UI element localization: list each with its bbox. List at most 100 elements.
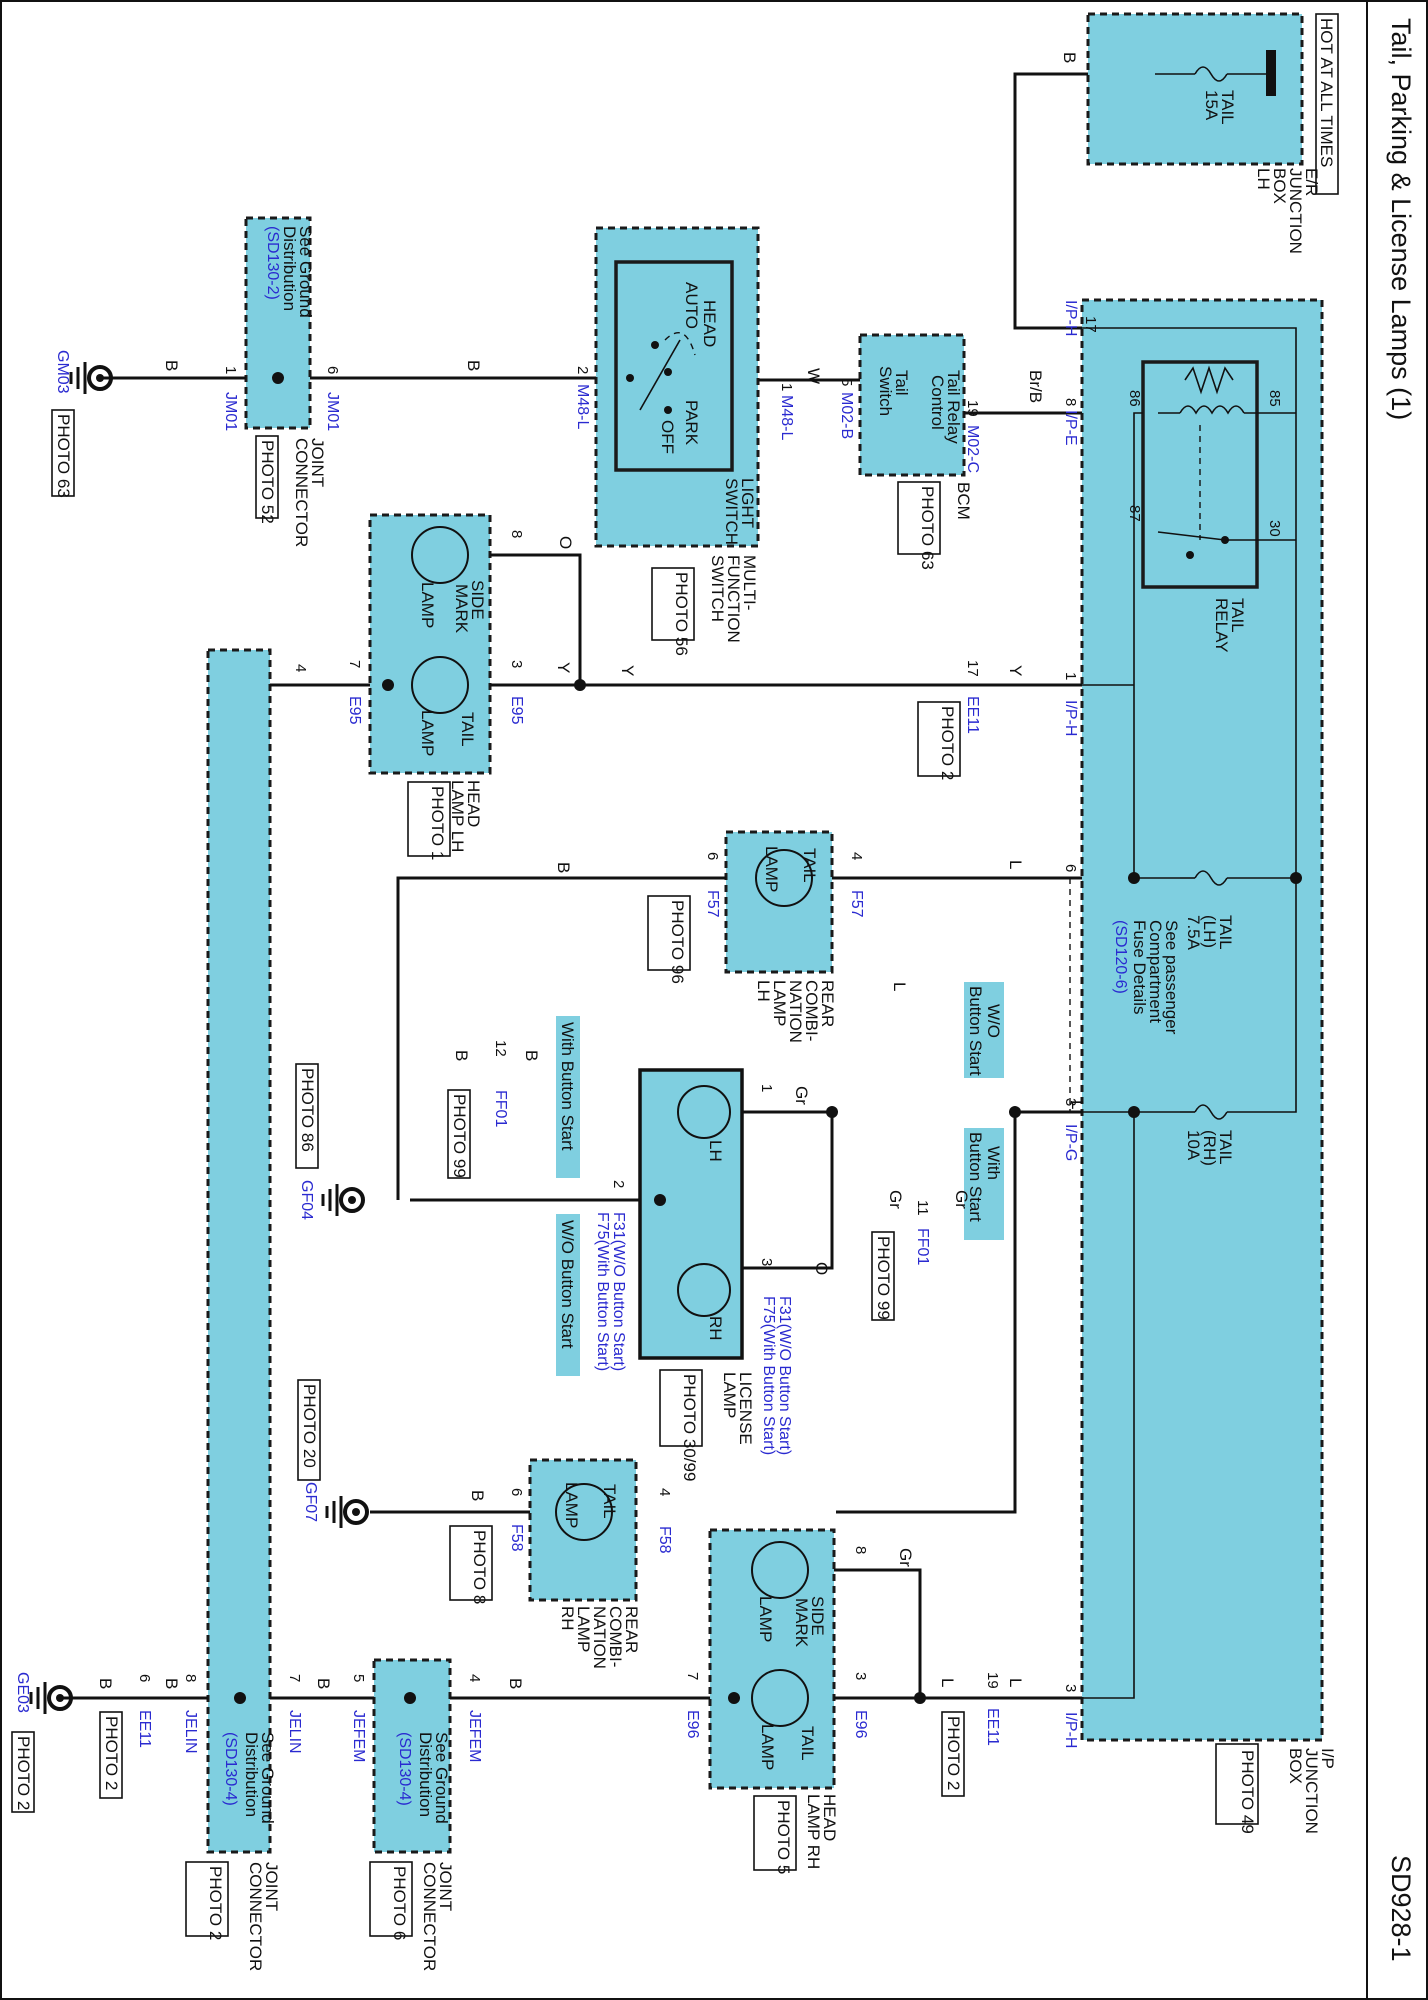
battery-bar-icon [1266,50,1276,96]
pin-2-license: 2 [610,1180,627,1188]
license-lamp-label-2: LAMP [720,1372,739,1418]
rear-combi-lh-bulb-icon [755,849,813,907]
wire-label-brb: Br/B [1026,370,1045,403]
headlamp-lh-sidemark-bulb-icon [411,526,469,584]
pin-3-e96: 3 [852,1672,869,1680]
ip-jb-photo: PHOTO 49 [1238,1750,1257,1834]
junction-dot [1009,1106,1021,1118]
page-title: Tail, Parking & License Lamps (1) [1386,18,1416,420]
ee11-ground-photo-frame [99,1711,123,1799]
hl-rh-tail-1: TAIL [798,1726,817,1761]
bcm-inner-1: Tail Relay [944,370,963,444]
ground-gf04-photo: PHOTO 86 [298,1068,317,1152]
connector-e96-3: E96 [852,1710,869,1739]
junction-dot [914,1692,926,1704]
jm01-note-1: See Ground [296,226,315,318]
wire-label-b-ge03: B [96,1678,115,1689]
jm01-label-1: JOINT [308,438,327,487]
rcl-lh-label-3: NATION [786,980,805,1043]
connector-jelin-7: JELIN [286,1710,303,1754]
pin-6-f58: 6 [508,1488,525,1496]
jefem-note-1: See Ground [432,1732,451,1824]
jelin-note-1: See Ground [258,1732,277,1824]
wire-label-l-1: L [1006,860,1025,869]
rcl-lh-photo-frame [647,895,691,971]
pin-7-jelin: 7 [286,1674,303,1682]
rcl-rh-label-3: NATION [590,1606,609,1669]
connector-iph-3: I/P-H [1062,1712,1079,1748]
note-with-button-start-lower: With Button Start [558,1022,577,1151]
note-with: With [984,1146,1003,1180]
rcl-rh-label-4: LAMP [574,1606,593,1652]
rear-combi-rh-bulb-icon [555,1483,613,1541]
fuse-tail-rh-icon [1194,1104,1228,1120]
bcm-photo-frame [897,481,941,555]
note-with-button-start-bg [556,1016,580,1178]
connector-f75-lower: F75(With Button Start) [594,1212,611,1371]
ip-internal-busbar [1082,327,1297,1113]
pin-8-sidemark-lh: 8 [508,530,525,538]
ip-internal-l-out [1082,1112,1135,1699]
joint-connector-jefem-box [372,1658,452,1854]
pin-6-jm01: 6 [324,366,341,374]
license-lamp-rh-bulb-icon [677,1263,731,1317]
note-wo-button-start-bg [556,1214,580,1376]
jefem-label-2: CONNECTOR [420,1862,439,1971]
fuse-tail-lh-icon [1194,870,1228,886]
pin-4-jefem: 4 [466,1674,483,1682]
relay-coil-icon [1179,405,1245,415]
switch-photo-frame [651,567,695,641]
wire-gr-license-lamp [742,1110,834,1270]
rcl-rh-label-2: COMBI- [606,1606,625,1667]
hl-rh-side-3: LAMP [756,1596,775,1642]
joint-connector-jm01-box [244,216,312,430]
relay-pin-85: 85 [1266,390,1283,407]
wire-label-l-e96: L [938,1678,957,1687]
pin-17-ee11: 17 [964,660,981,677]
pin-1-jm01: 1 [222,366,239,374]
bcm-inner-2: Control [928,375,947,430]
wire-label-b-jefem: B [314,1678,333,1689]
fuse-detail-note-3: Fuse Details [1130,920,1149,1014]
light-switch-inner [614,260,734,472]
connector-ff01-12: FF01 [492,1090,509,1127]
pin-17-ip: 17 [1082,316,1099,333]
rear-combi-lh-box [724,830,834,974]
multi-switch-label-1: MULTI- [740,555,759,610]
note-wo: W/O [984,1004,1003,1038]
rcl-lh-label-4: LAMP [770,980,789,1026]
hl-rh-tail-2: LAMP [758,1724,777,1770]
connector-ipe: I/P-E [1062,410,1079,446]
hl-lh-label-1: HEAD [464,780,483,827]
light-switch-label-2: SWITCH [722,478,741,545]
wire-label-gr-3: Gr [792,1086,811,1105]
ip-jb-label-3: BOX [1286,1748,1305,1784]
wire-label-gr-1: Gr [952,1190,971,1209]
fuse-rh-label-3: 10A [1184,1130,1203,1161]
wire-label-l-ee11: L [1006,1678,1025,1687]
connector-f31-upper: F31(W/O Button Start) [776,1296,793,1455]
pin-6-f57: 6 [704,852,721,860]
fuse-detail-ref: (SD120-6) [1112,920,1129,994]
switch-pos-auto: AUTO [682,282,701,329]
rcl-rh-photo: PHOTO 8 [470,1530,489,1604]
ground-gf07-icon [325,1496,369,1528]
wire-b-fuse-to-iph17 [1013,72,1088,330]
ground-gm03-photo: PHOTO 63 [54,414,73,498]
multi-switch-label-3: SWITCH [708,555,727,622]
junction-dot [574,679,586,691]
rcl-lh-label-1: REAR [818,980,837,1027]
jefem-photo: PHOTO 6 [390,1866,409,1940]
jelin-note-2: Distribution [242,1732,261,1817]
fuse-lh-label-3: 7.5A [1184,915,1203,951]
pin-12-ff01: 12 [492,1040,509,1057]
headlamp-rh-tail-bulb-icon [751,1669,809,1727]
switch-arc [664,332,696,356]
switch-contact-auto [626,374,634,382]
rcl-rh-label-5: RH [558,1606,577,1631]
wire-label-b-ff01: B [522,1050,541,1061]
relay-switch-blade [1157,531,1226,541]
jefem-photo-frame [369,1861,413,1937]
license-photo-frame [659,1369,703,1447]
gf07-photo-frame [297,1379,321,1481]
